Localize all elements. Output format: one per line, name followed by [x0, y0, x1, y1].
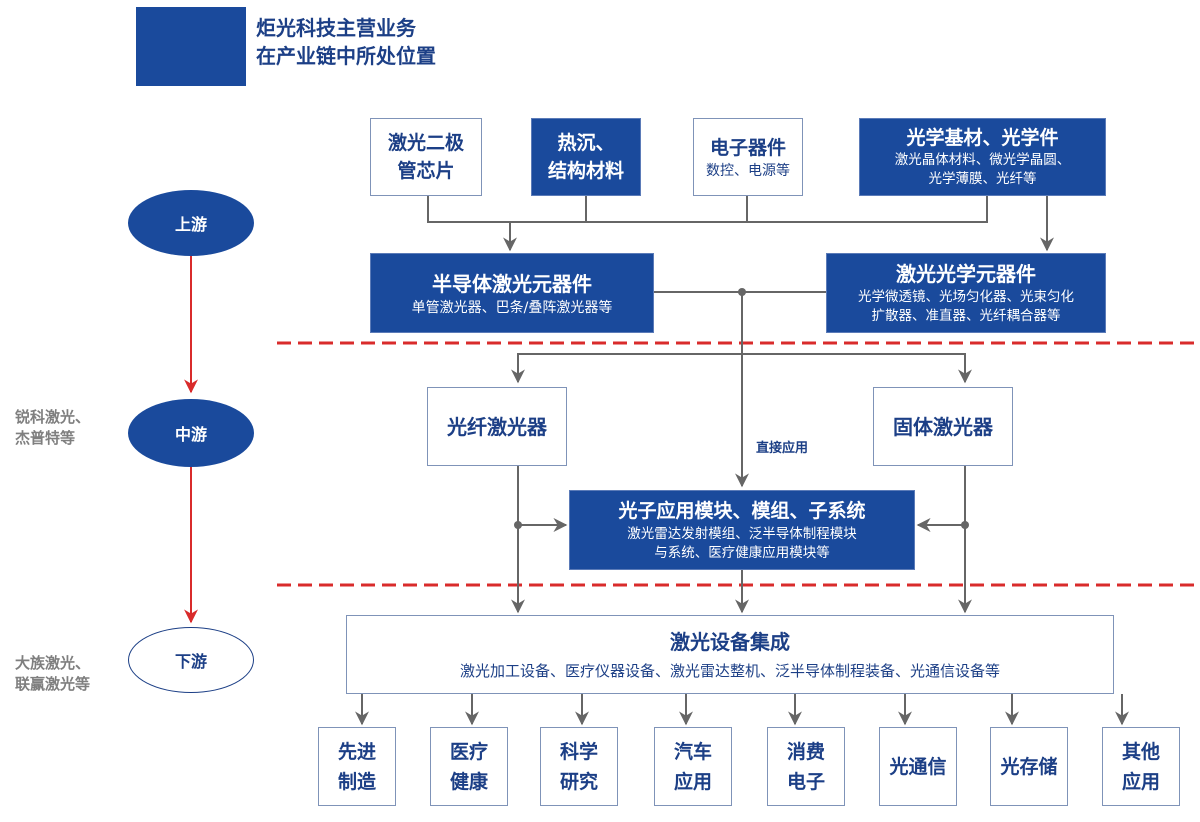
application-label-line2: 健康 — [449, 770, 488, 793]
application-4[interactable]: 消费电子 — [767, 727, 845, 806]
stage-downstream-label: 下游 — [174, 652, 207, 671]
page-title-line2: 在产业链中所处位置 — [256, 44, 436, 68]
application-label-line2: 电子 — [786, 770, 825, 793]
application-label-line1: 其他 — [1121, 740, 1160, 763]
stage-downstream[interactable]: 下游 — [128, 627, 254, 693]
connector-to-solid-laser — [742, 353, 972, 384]
application-label-line1: 汽车 — [673, 740, 712, 763]
stage-upstream[interactable]: 上游 — [128, 190, 254, 256]
junction-dot — [738, 288, 746, 296]
junction-dot — [514, 521, 522, 529]
page-title: 炬光科技主营业务 在产业链中所处位置 — [256, 14, 436, 70]
junction-dot — [961, 521, 969, 529]
input-laser-diode-chip[interactable]: 激光二极 管芯片 — [370, 118, 482, 196]
connector-to-fiber-laser — [511, 353, 742, 384]
application-label-line2: 制造 — [337, 770, 376, 793]
application-label-line1: 消费 — [786, 740, 825, 763]
application-label-line1: 光通信 — [889, 755, 947, 778]
application-7[interactable]: 其他应用 — [1102, 727, 1180, 806]
stage-midstream[interactable]: 中游 — [128, 399, 254, 467]
application-label-line1: 医疗 — [449, 740, 488, 763]
stage-midstream-label: 中游 — [174, 425, 207, 444]
connector-inputs-bus — [427, 196, 988, 223]
application-3[interactable]: 汽车应用 — [654, 727, 732, 806]
legend-square — [136, 7, 246, 86]
application-label-line2: 研究 — [559, 770, 598, 793]
laser-equipment-integration[interactable]: 激光设备集成 激光加工设备、医疗仪器设备、激光雷达整机、泛半导体制程装备、光通信… — [346, 615, 1114, 694]
laser-optical-components[interactable]: 激光光学元器件 光学微透镜、光场匀化器、光束匀化 扩散器、准直器、光纤耦合器等 — [826, 253, 1106, 333]
semiconductor-laser-components[interactable]: 半导体激光元器件 单管激光器、巴条/叠阵激光器等 — [370, 253, 654, 333]
application-label-line1: 科学 — [559, 740, 598, 763]
input-heatsink-structural[interactable]: 热沉、 结构材料 — [531, 118, 641, 196]
application-label-line1: 先进 — [337, 740, 376, 763]
input-optical-materials[interactable]: 光学基材、光学件 激光晶体材料、微光学晶圆、 光学薄膜、光纤等 — [859, 118, 1106, 196]
stage-upstream-label: 上游 — [174, 215, 207, 234]
application-1[interactable]: 医疗健康 — [430, 727, 508, 806]
photonic-modules-subsystems[interactable]: 光子应用模块、模组、子系统 激光雷达发射模组、泛半导体制程模块 与系统、医疗健康… — [569, 490, 915, 570]
application-6[interactable]: 光存储 — [990, 727, 1068, 806]
application-label-line2: 应用 — [673, 770, 712, 793]
page-title-line1: 炬光科技主营业务 — [256, 16, 416, 40]
downstream-companies: 大族激光、 联赢激光等 — [15, 654, 91, 693]
midstream-companies: 锐科激光、 杰普特等 — [15, 408, 91, 447]
input-electronics[interactable]: 电子器件 数控、电源等 — [693, 118, 803, 196]
application-5[interactable]: 光通信 — [879, 727, 957, 806]
direct-application-label: 直接应用 — [756, 441, 809, 456]
application-2[interactable]: 科学研究 — [540, 727, 618, 806]
application-label-line1: 光存储 — [1000, 755, 1058, 778]
application-0[interactable]: 先进制造 — [318, 727, 396, 806]
fiber-laser[interactable]: 光纤激光器 — [427, 387, 567, 466]
solid-state-laser[interactable]: 固体激光器 — [873, 387, 1013, 466]
application-label-line2: 应用 — [1121, 770, 1160, 793]
